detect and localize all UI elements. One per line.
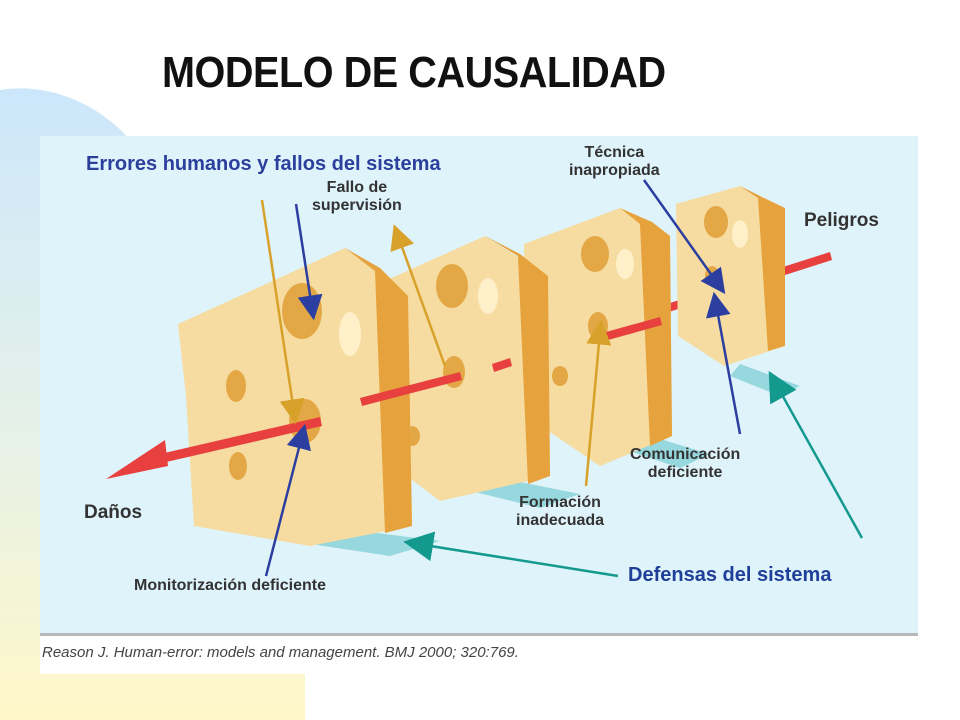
label-peligros: Peligros bbox=[804, 210, 879, 231]
diagram-panel: Errores humanos y fallos del sistema Fal… bbox=[40, 136, 918, 633]
swiss-cheese-diagram bbox=[106, 179, 864, 578]
citation-bar: Reason J. Human-error: models and manage… bbox=[40, 633, 918, 674]
citation-text: Reason J. Human-error: models and manage… bbox=[42, 644, 519, 661]
cheese-slice-4 bbox=[676, 186, 785, 366]
label-monitorizacion: Monitorización deficiente bbox=[134, 577, 327, 594]
label-tecnica-inapropiada: Técnica inapropiada bbox=[569, 144, 660, 180]
label-errores: Errores humanos y fallos del sistema bbox=[86, 153, 441, 175]
label-formacion: Formación inadecuada bbox=[516, 494, 605, 530]
label-comunicacion: Comunicación deficiente bbox=[630, 446, 741, 482]
cheese-slice-1 bbox=[178, 248, 412, 546]
label-danos: Daños bbox=[84, 502, 143, 523]
label-defensas: Defensas del sistema bbox=[628, 564, 832, 586]
pointer-lines bbox=[260, 179, 864, 578]
slide-title: MODELO DE CAUSALIDAD bbox=[162, 48, 666, 97]
label-fallo-supervision: Fallo de supervisión bbox=[312, 179, 402, 215]
hazard-arrow bbox=[106, 317, 662, 479]
